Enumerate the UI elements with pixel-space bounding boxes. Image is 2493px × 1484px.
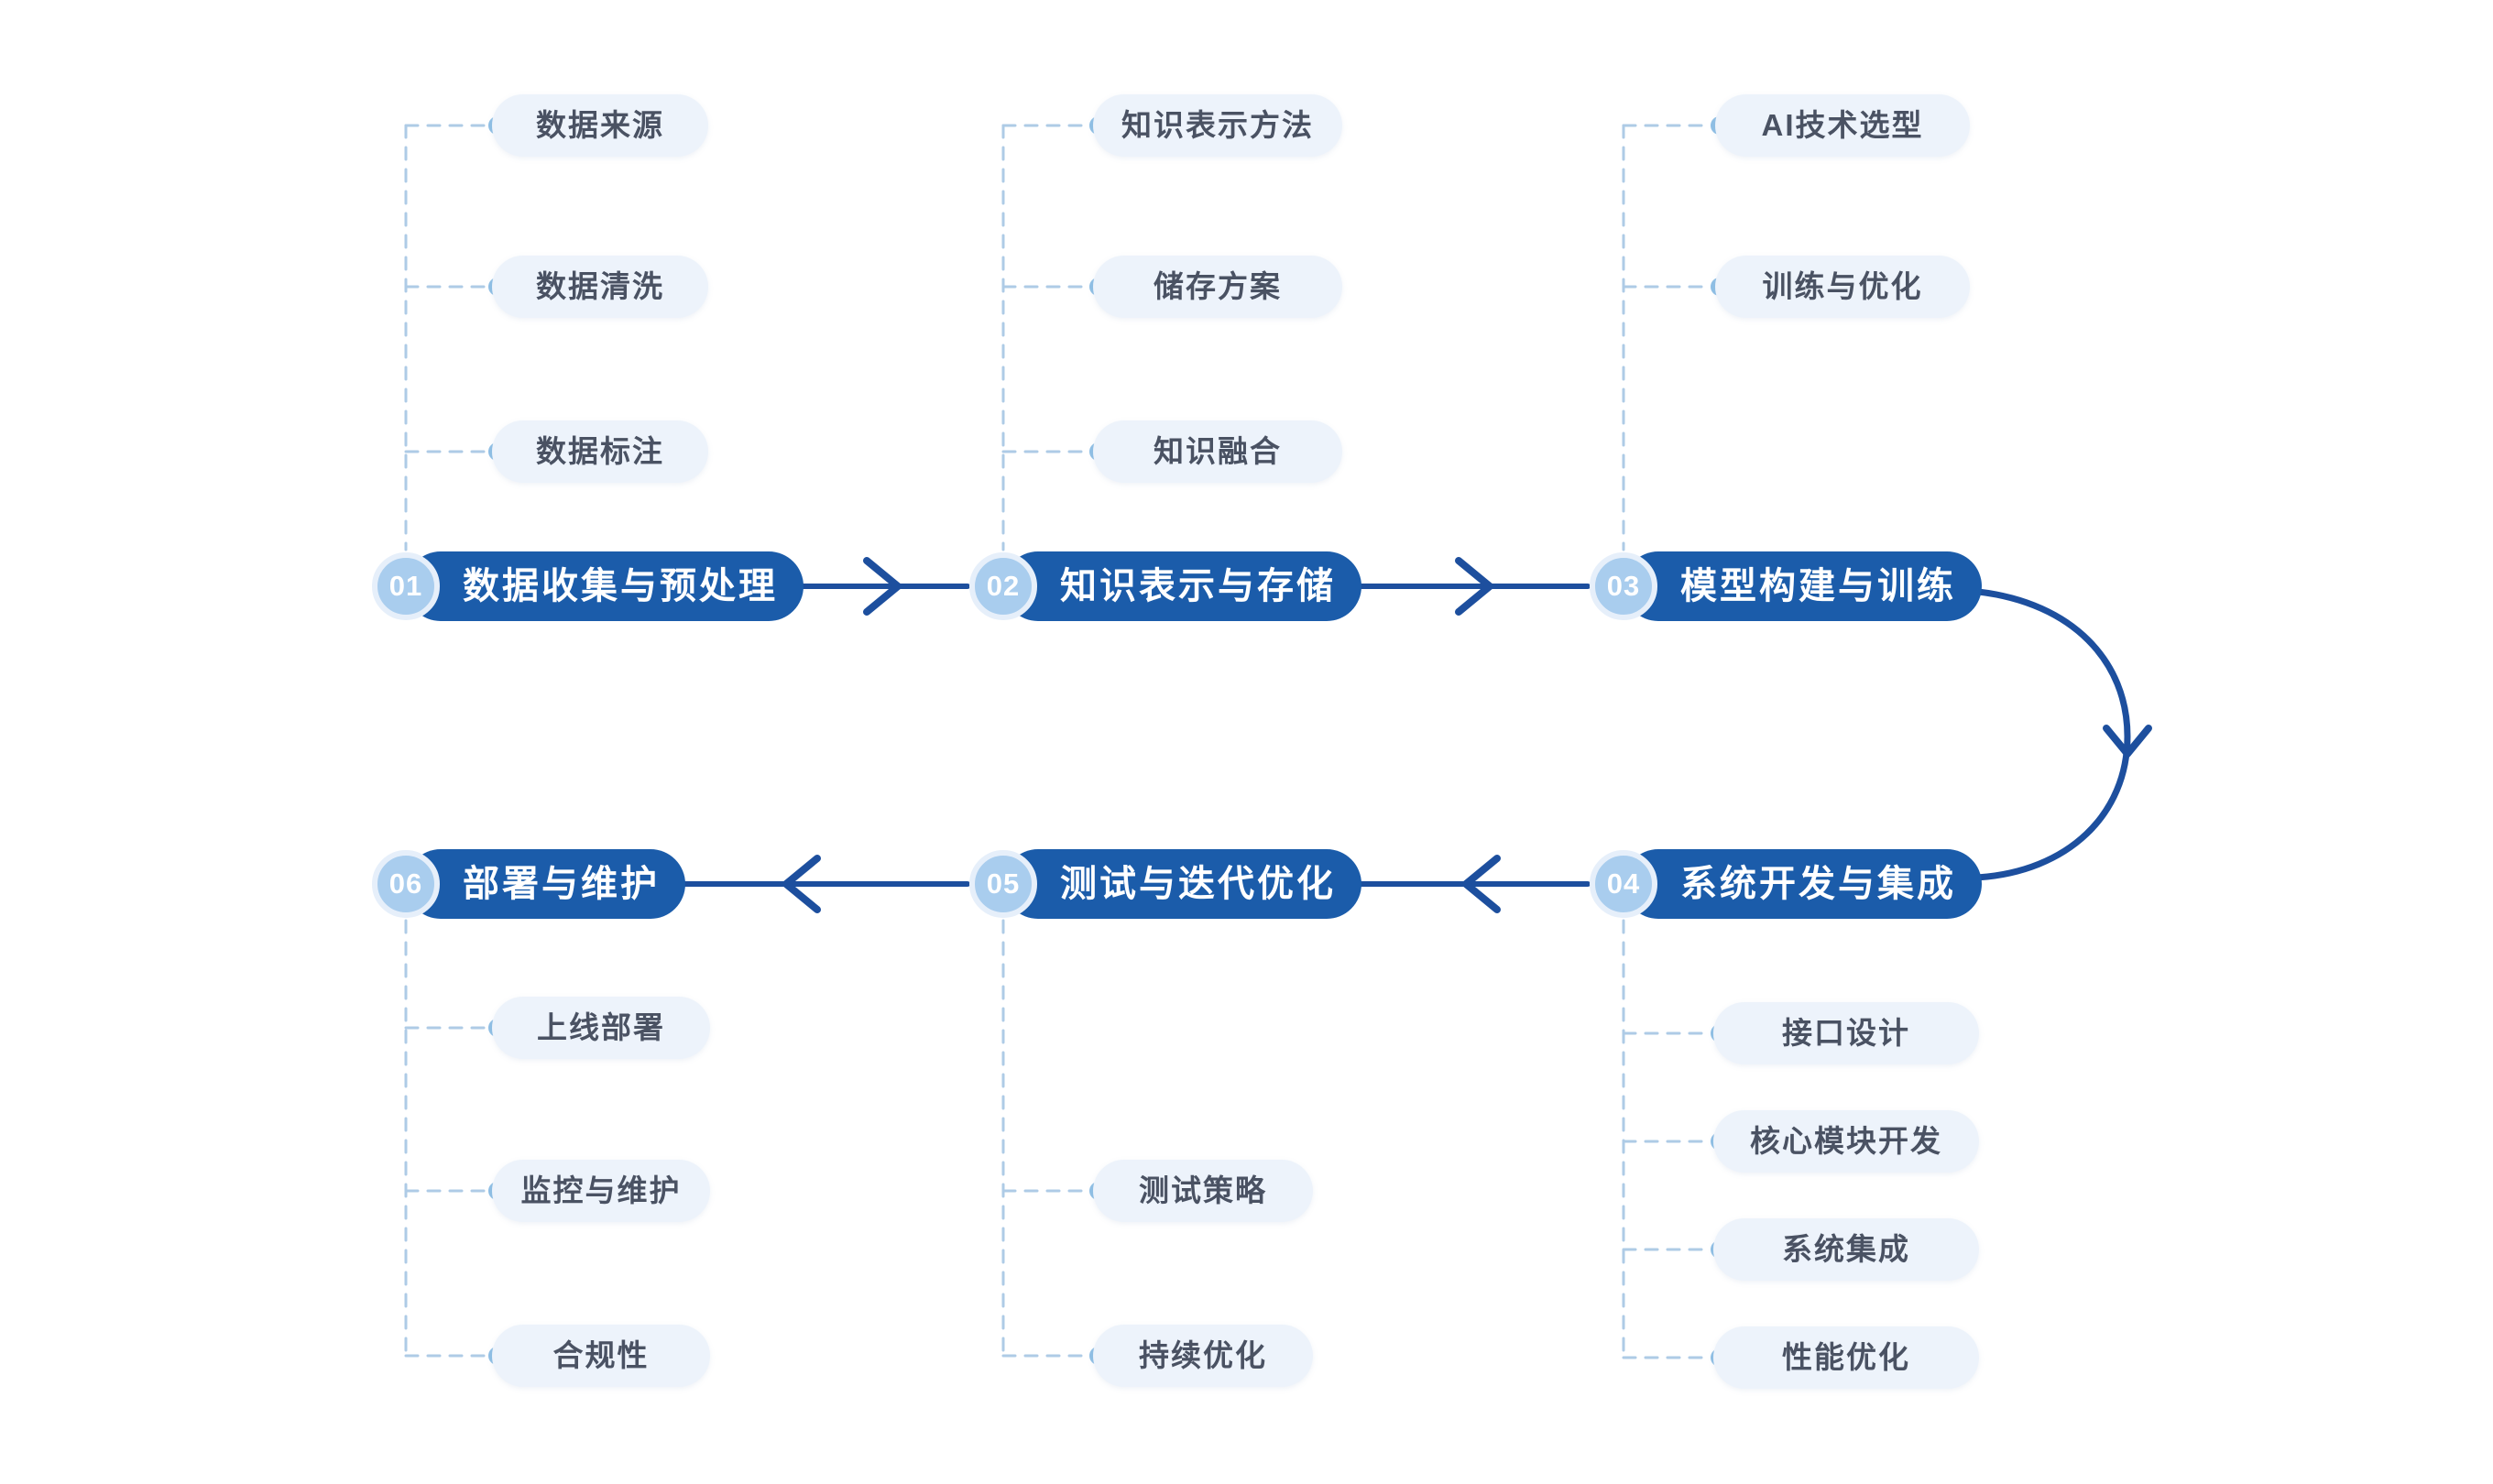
stage-pill-06: 部署与维护 [406, 849, 685, 919]
substep-pill-03-2: 训练与优化 [1715, 256, 1970, 318]
substep-pill-04-3: 系统集成 [1713, 1218, 1979, 1281]
flow-curve-03-04 [1973, 588, 2131, 881]
substep-pill-01-3: 数据标注 [492, 420, 708, 483]
stage-number-02: 02 [969, 552, 1037, 620]
arrowhead-left-icon [1462, 855, 1501, 913]
arrowhead-left-icon [782, 855, 821, 913]
stage-pill-04: 系统开发与集成 [1624, 849, 1982, 919]
substep-pill-01-1: 数据来源 [492, 94, 708, 157]
stage-number-04: 04 [1590, 850, 1657, 918]
stage-number-06: 06 [372, 850, 440, 918]
substep-pill-04-4: 性能优化 [1713, 1326, 1979, 1389]
substep-pill-04-1: 接口设计 [1713, 1002, 1979, 1064]
substep-pill-04-2: 核心模块开发 [1713, 1110, 1979, 1173]
stage-pill-03: 模型构建与训练 [1624, 551, 1982, 621]
substep-pill-03-1: AI技术选型 [1715, 94, 1970, 157]
substep-pill-05-1: 测试策略 [1093, 1160, 1313, 1222]
stage-pill-02: 知识表示与存储 [1003, 551, 1361, 621]
arrowhead-right-icon [1455, 557, 1493, 616]
substep-pill-06-1: 上线部署 [492, 997, 710, 1059]
substep-pill-06-2: 监控与维护 [492, 1160, 710, 1222]
stage-number-05: 05 [969, 850, 1037, 918]
stage-pill-05: 测试与迭代优化 [1003, 849, 1361, 919]
stage-number-03: 03 [1590, 552, 1657, 620]
substep-pill-02-2: 储存方案 [1093, 256, 1342, 318]
stage-number-01: 01 [372, 552, 440, 620]
stage-pill-01: 数据收集与预处理 [406, 551, 804, 621]
substep-pill-02-3: 知识融合 [1093, 420, 1342, 483]
arrowhead-right-icon [863, 557, 902, 616]
substep-pill-06-3: 合规性 [492, 1325, 710, 1387]
substep-pill-05-2: 持续优化 [1093, 1325, 1313, 1387]
substep-pill-02-1: 知识表示方法 [1093, 94, 1342, 157]
arrowhead-down-icon [2103, 725, 2152, 758]
substep-pill-01-2: 数据清洗 [492, 256, 708, 318]
